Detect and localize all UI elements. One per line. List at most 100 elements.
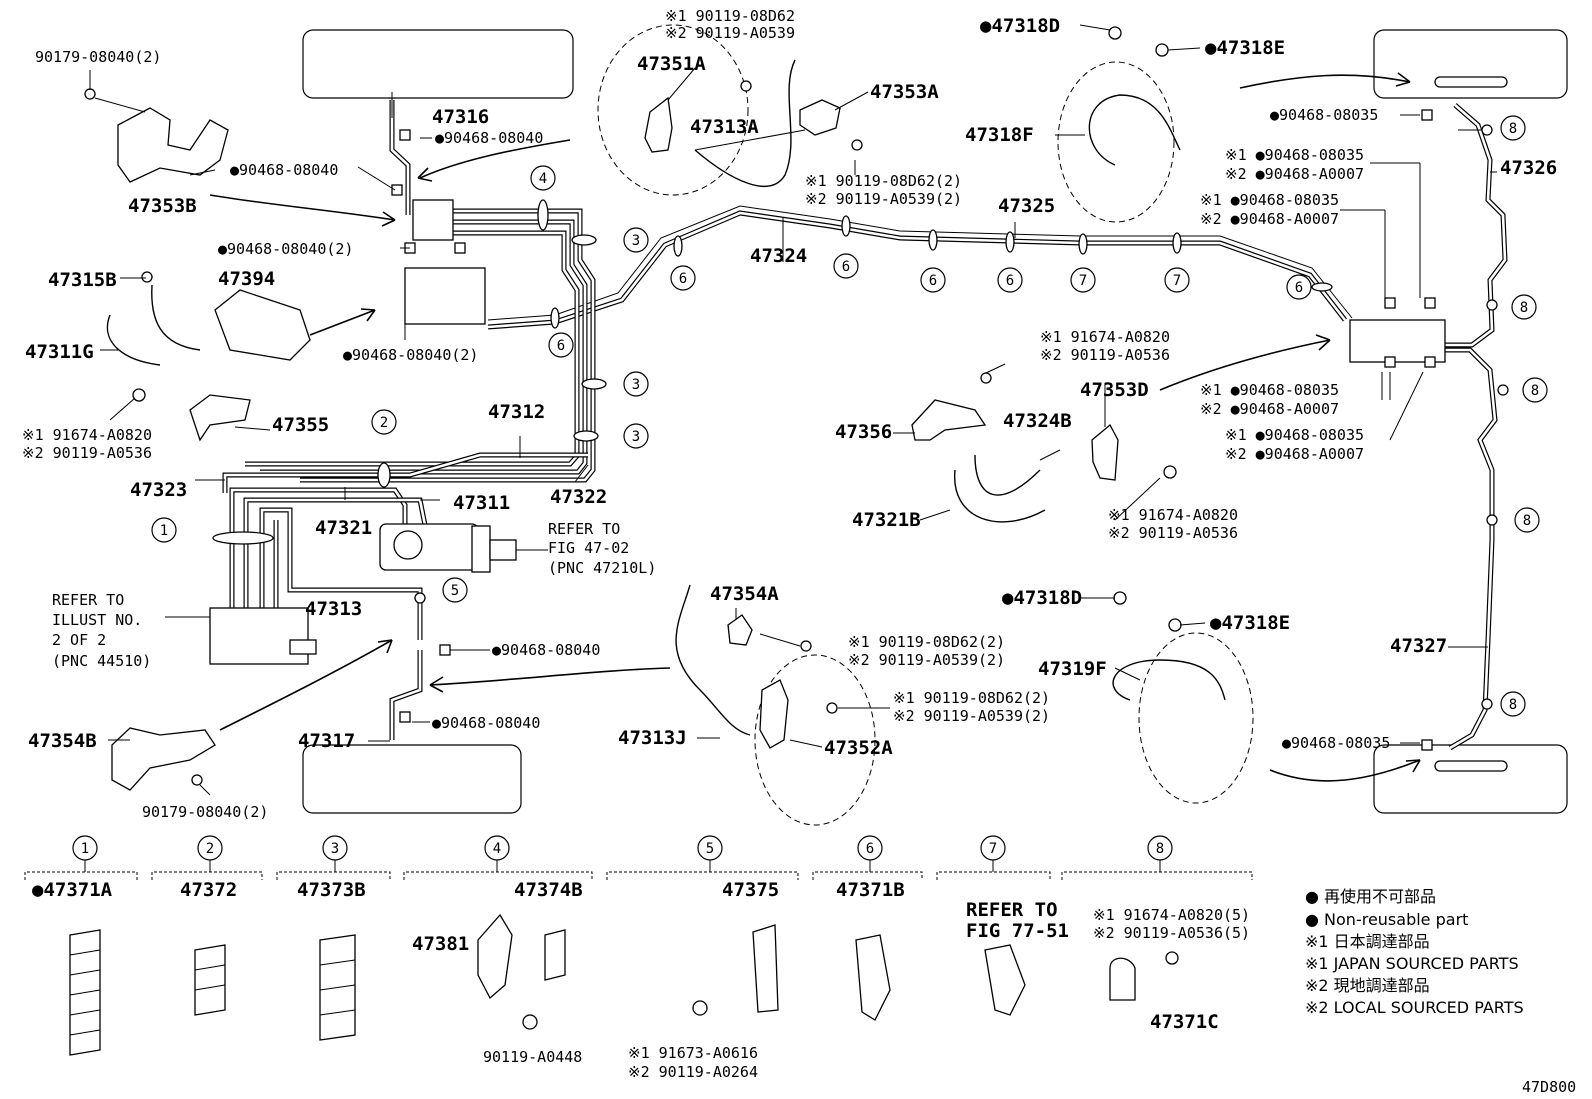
clip-circle-6-number: 6	[1006, 273, 1014, 289]
clip-circle-3	[623, 227, 649, 253]
legend-line1: ● 再使用不可部品	[1305, 887, 1436, 906]
callout-90468-47354: ●90468-08040	[492, 641, 600, 659]
callout-47323: 47323	[130, 479, 187, 501]
callout-bolt-354A-2: ※2 90119-A0539(2)	[848, 651, 1005, 669]
group-circle-8	[1147, 835, 1173, 861]
group-1-label: ●47371A	[32, 879, 113, 901]
leader-lines	[89, 24, 1497, 796]
callout-47321B: 47321B	[852, 509, 921, 531]
callout-47313: 47313	[305, 598, 362, 620]
refer-ill-line2: ILLUST NO.	[52, 611, 142, 629]
callout-47318D-bot: ●47318D	[1002, 587, 1082, 609]
hose-47313J	[675, 584, 751, 736]
group-circle-6	[857, 835, 883, 861]
callout-bolt-354A-1: ※1 90119-08D62(2)	[848, 633, 1005, 651]
callout-r3-1: ※1 ●90468-08035	[1200, 381, 1339, 399]
clip-circle-6-number: 6	[557, 338, 565, 354]
detail-ellipse-47351A	[597, 24, 749, 196]
clip-circle-1-number: 1	[160, 523, 168, 539]
bolts	[84, 26, 1182, 786]
bracket-47354B	[111, 727, 216, 791]
callout-47325: 47325	[998, 195, 1055, 217]
legend-line6: ※2 LOCAL SOURCED PARTS	[1305, 998, 1524, 1017]
callout-47351A: 47351A	[637, 53, 706, 75]
tube-clips	[212, 124, 1509, 710]
bracket-47353D	[1091, 423, 1119, 481]
callout-bolt-351-2: ※2 90119-A0539	[665, 24, 795, 42]
callout-47354A: 47354A	[710, 583, 779, 605]
callout-47324B: 47324B	[1003, 410, 1072, 432]
junction-block-front	[404, 267, 486, 325]
bracket-47355	[189, 394, 251, 442]
callout-47311: 47311	[453, 492, 510, 514]
callout-labels: 90179-08040(2) 47353B 47316 ●90468-08040…	[22, 7, 1557, 821]
clip-circle-2	[371, 409, 397, 435]
group7-label2: FIG 77-51	[966, 920, 1069, 942]
callout-r2-1: ※1 ●90468-08035	[1200, 191, 1339, 209]
group-3-label: 47373B	[297, 879, 366, 901]
flare-nuts	[391, 76, 1508, 772]
legend: ● 再使用不可部品 ● Non-reusable part ※1 日本調達部品 …	[1305, 887, 1524, 1017]
group-7-label: REFER TO	[966, 899, 1058, 921]
group-6-label: 47371B	[836, 879, 905, 901]
clip-circle-3	[623, 371, 649, 397]
callout-bolt-355-1: ※1 91674-A0820	[22, 426, 152, 444]
clip-circle-8	[1514, 507, 1540, 533]
figure-code: 47D800	[1522, 1078, 1576, 1096]
clip-circle-3-number: 3	[632, 429, 640, 445]
callout-47319F: 47319F	[1038, 658, 1107, 680]
group5-extra2: ※2 90119-A0264	[628, 1063, 758, 1081]
group-4-label: 47374B	[514, 879, 583, 901]
group-circle-1	[72, 835, 98, 861]
clip-circle-1	[151, 517, 177, 543]
bottom-left-frame	[302, 744, 522, 814]
callout-bolt-356-1: ※1 91674-A0820	[1040, 328, 1170, 346]
clip-circle-5	[442, 577, 468, 603]
clip-circle-8	[1511, 294, 1537, 320]
callout-47318E-bot: ●47318E	[1210, 612, 1290, 634]
flow-arrows	[209, 72, 1421, 782]
callout-r1-2: ※2 ●90468-A0007	[1225, 165, 1364, 183]
clip-circle-8	[1522, 377, 1548, 403]
callout-bolt-355-2: ※2 90119-A0536	[22, 444, 152, 462]
callout-90468-47317: ●90468-08040	[432, 714, 540, 732]
abs-actuator	[209, 607, 317, 665]
callout-47353B: 47353B	[128, 195, 197, 217]
hose-47311G	[106, 314, 161, 366]
callout-47313J: 47313J	[618, 727, 687, 749]
clip-circle-4	[530, 165, 556, 191]
detail-ellipse-47352A	[754, 654, 876, 826]
group4-extra1: 47381	[412, 933, 469, 955]
legend-line5: ※2 現地調達部品	[1305, 976, 1430, 995]
callout-r4-1: ※1 ●90468-08035	[1225, 426, 1364, 444]
callout-47315B: 47315B	[48, 269, 117, 291]
detail-ellipse-47319F	[1138, 632, 1254, 804]
callout-47394: 47394	[218, 268, 275, 290]
callout-47356: 47356	[835, 421, 892, 443]
refer-ill-line4: (PNC 44510)	[52, 652, 151, 670]
group-circle-3	[322, 835, 348, 861]
group-circle-4-number: 4	[493, 841, 501, 857]
hose-47313A	[694, 59, 796, 187]
callout-47354B: 47354B	[28, 730, 97, 752]
callout-r1-1: ※1 ●90468-08035	[1225, 146, 1364, 164]
top-left-frame	[302, 29, 574, 99]
callout-47312: 47312	[488, 401, 545, 423]
callout-r4-2: ※2 ●90468-A0007	[1225, 445, 1364, 463]
bracket-47353B	[117, 107, 229, 183]
group-circle-8-number: 8	[1156, 841, 1164, 857]
group-circle-4	[484, 835, 510, 861]
clip-circle-7	[1070, 267, 1096, 293]
clip-circle-6	[670, 265, 696, 291]
group-2-label: 47372	[180, 879, 237, 901]
clip-circle-8	[1500, 691, 1526, 717]
hose-47315B	[151, 284, 201, 351]
callout-90179-top: 90179-08040(2)	[35, 48, 161, 66]
group-5-bracket	[606, 871, 799, 880]
clip-circle-6	[1286, 274, 1312, 300]
clip-circle-8-number: 8	[1509, 121, 1517, 137]
group-7-bracket	[936, 871, 1051, 880]
hose-47324B	[974, 454, 1041, 496]
